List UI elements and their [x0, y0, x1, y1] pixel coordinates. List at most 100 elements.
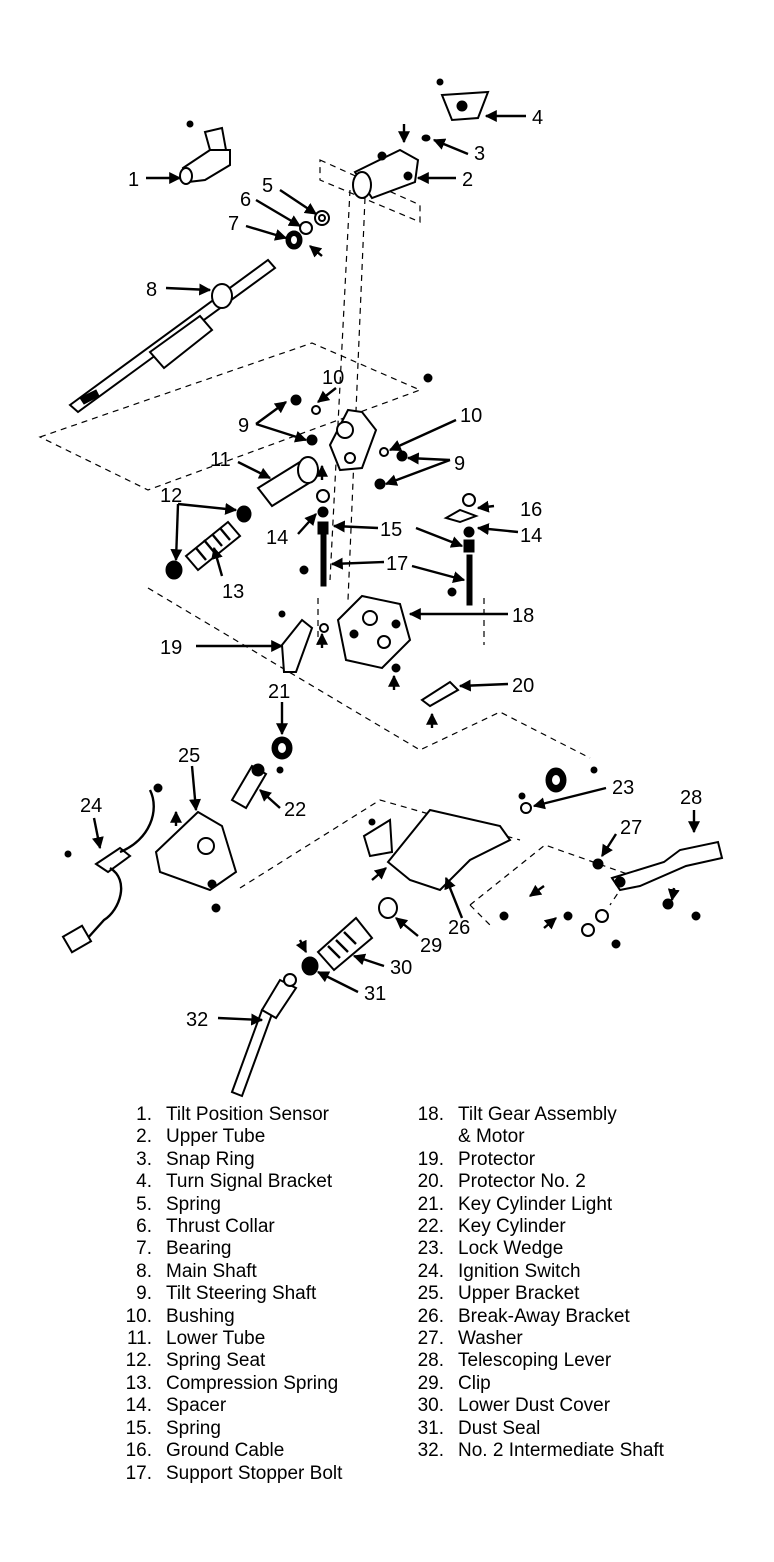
legend-item: 11.Lower Tube	[126, 1328, 266, 1350]
clip	[378, 897, 398, 919]
legend-item: 15.Spring	[125, 1417, 221, 1439]
callout-28: 28	[680, 787, 702, 809]
callout-8: 8	[146, 279, 157, 301]
upper-tube	[352, 148, 420, 200]
bearing	[285, 230, 303, 250]
legend-item: 6.Thrust Collar	[136, 1216, 275, 1238]
bushings-10	[311, 373, 433, 457]
thrust-collar	[299, 221, 313, 235]
callout-16: 16	[520, 499, 542, 521]
callout-3: 3	[474, 143, 485, 165]
legend-item: 31.Dust Seal	[417, 1417, 541, 1439]
legend-item: 26.Break-Away Bracket	[417, 1305, 630, 1327]
legend-item: 24.Ignition Switch	[417, 1260, 581, 1282]
legend-item: 25.Upper Bracket	[417, 1283, 580, 1305]
callout-27: 27	[620, 817, 642, 839]
callout-7: 7	[228, 213, 239, 235]
tilt-gear-assembly	[319, 594, 412, 673]
lock-wedge	[518, 767, 567, 814]
legend-item: 20.Protector No. 2	[417, 1171, 586, 1193]
parts-legend-left: 1.Tilt Position Sensor 2.Upper Tube 3.Sn…	[108, 1104, 343, 1485]
exploded-view-diagram: 1 2 3 4 5 6 7 8 9 10 10 9 11 12 13 14 15…	[38, 78, 724, 1098]
spacers-and-springs	[316, 489, 479, 553]
callout-22: 22	[284, 799, 306, 821]
spring-seats	[165, 505, 252, 580]
callout-23: 23	[612, 777, 634, 799]
callout-9b: 9	[454, 453, 465, 475]
legend-item: 19.Protector	[417, 1148, 536, 1170]
legend-item: 13.Compression Spring	[125, 1372, 339, 1394]
callout-25: 25	[178, 745, 200, 767]
tilt-position-sensor	[179, 120, 231, 185]
main-shaft	[68, 258, 277, 414]
callout-10a: 10	[322, 367, 344, 389]
legend-item: 14.Spacer	[125, 1395, 227, 1417]
legend-item: 4.Turn Signal Bracket	[136, 1171, 333, 1193]
callout-31: 31	[364, 983, 386, 1005]
legend-item: 27.Washer	[417, 1328, 523, 1350]
callout-21: 21	[268, 681, 290, 703]
turn-signal-bracket	[436, 78, 490, 122]
legend-item: 29.Clip	[417, 1372, 491, 1394]
callout-20: 20	[512, 675, 534, 697]
callout-19: 19	[160, 637, 182, 659]
callout-4: 4	[532, 107, 543, 129]
legend-item: 30.Lower Dust Cover	[417, 1395, 611, 1417]
callout-14b: 14	[520, 525, 542, 547]
protector-no-2	[420, 680, 460, 708]
callout-13: 13	[222, 581, 244, 603]
callout-labels: 1 2 3 4 5 6 7 8 9 10 10 9 11 12 13 14 15…	[80, 107, 702, 1031]
legend-item: 28.Telescoping Lever	[417, 1350, 612, 1372]
legend-item: 32.No. 2 Intermediate Shaft	[417, 1440, 664, 1462]
lower-tube	[256, 456, 319, 508]
spring-5	[314, 210, 330, 226]
callout-6: 6	[240, 189, 251, 211]
fasteners	[563, 766, 621, 949]
washer	[592, 858, 604, 870]
legend-item: 18.Tilt Gear Assembly	[417, 1104, 617, 1125]
callout-10b: 10	[460, 405, 482, 427]
callout-15a: 15	[380, 519, 402, 541]
telescoping-lever	[610, 840, 724, 921]
bolts-9	[290, 394, 408, 490]
key-cylinder	[230, 763, 268, 810]
callout-1: 1	[128, 169, 139, 191]
callout-32: 32	[186, 1009, 208, 1031]
protector	[278, 610, 314, 673]
ignition-switch	[61, 783, 163, 954]
support-stopper-bolts	[299, 533, 473, 606]
legend-item: 22.Key Cylinder	[417, 1216, 566, 1238]
parts-legend-right: 18.Tilt Gear Assembly & Motor 19.Protect…	[400, 1104, 664, 1463]
legend-item: 16.Ground Cable	[125, 1440, 285, 1462]
key-cylinder-light	[271, 736, 293, 774]
callout-12: 12	[160, 485, 182, 507]
callout-29: 29	[420, 935, 442, 957]
legend-item: 12.Spring Seat	[125, 1350, 266, 1372]
callout-24: 24	[80, 795, 102, 817]
callout-leaders	[91, 110, 700, 1026]
callout-30: 30	[390, 957, 412, 979]
callout-2: 2	[462, 169, 473, 191]
callout-11: 11	[210, 449, 231, 471]
callout-17: 17	[386, 553, 408, 575]
tilt-steering-shaft	[328, 408, 378, 472]
callout-5: 5	[262, 175, 273, 197]
dust-seal	[301, 956, 319, 976]
upper-bracket	[154, 810, 238, 913]
legend-item: 9.Tilt Steering Shaft	[136, 1283, 317, 1305]
legend-item: 21.Key Cylinder Light	[417, 1193, 613, 1215]
legend-item: 8.Main Shaft	[136, 1260, 257, 1282]
legend-item: 10.Bushing	[125, 1305, 235, 1327]
legend-item: 5.Spring	[136, 1193, 221, 1215]
callout-18: 18	[512, 605, 534, 627]
break-away-bracket	[362, 808, 512, 921]
legend-item: 3.Snap Ring	[136, 1148, 255, 1170]
lower-dust-cover	[316, 916, 374, 972]
legend-item: & Motor	[458, 1126, 525, 1148]
legend-item: 7.Bearing	[136, 1238, 232, 1260]
snap-ring	[421, 134, 431, 142]
callout-14a: 14	[266, 527, 288, 549]
callout-9a: 9	[238, 415, 249, 437]
intermediate-shaft	[230, 973, 298, 1098]
legend-item: 23.Lock Wedge	[417, 1238, 564, 1260]
